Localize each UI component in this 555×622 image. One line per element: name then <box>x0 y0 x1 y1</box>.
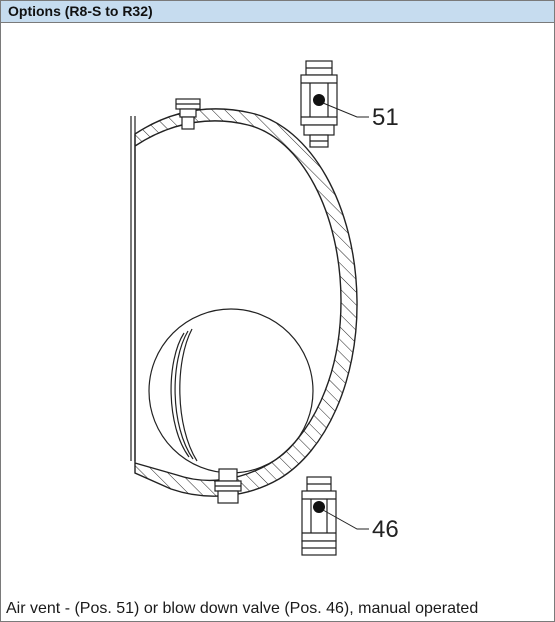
top-plug <box>175 98 201 130</box>
callout-leader-51 <box>322 102 369 118</box>
blow-down-valve <box>301 476 337 556</box>
callout-label-46: 46 <box>372 516 399 543</box>
technical-drawing: 51 46 <box>130 60 399 556</box>
blow-down-dot <box>313 501 325 513</box>
section-title: Options (R8-S to R32) <box>8 3 153 19</box>
air-vent-dot <box>313 94 325 106</box>
vessel-shell <box>134 108 358 497</box>
figure-caption: Air vent - (Pos. 51) or blow down valve … <box>6 600 479 617</box>
callout-leader-46 <box>322 509 369 530</box>
callout-label-51: 51 <box>372 104 399 131</box>
bottom-plug <box>214 468 242 504</box>
section-header: Options (R8-S to R32) <box>1 1 554 23</box>
